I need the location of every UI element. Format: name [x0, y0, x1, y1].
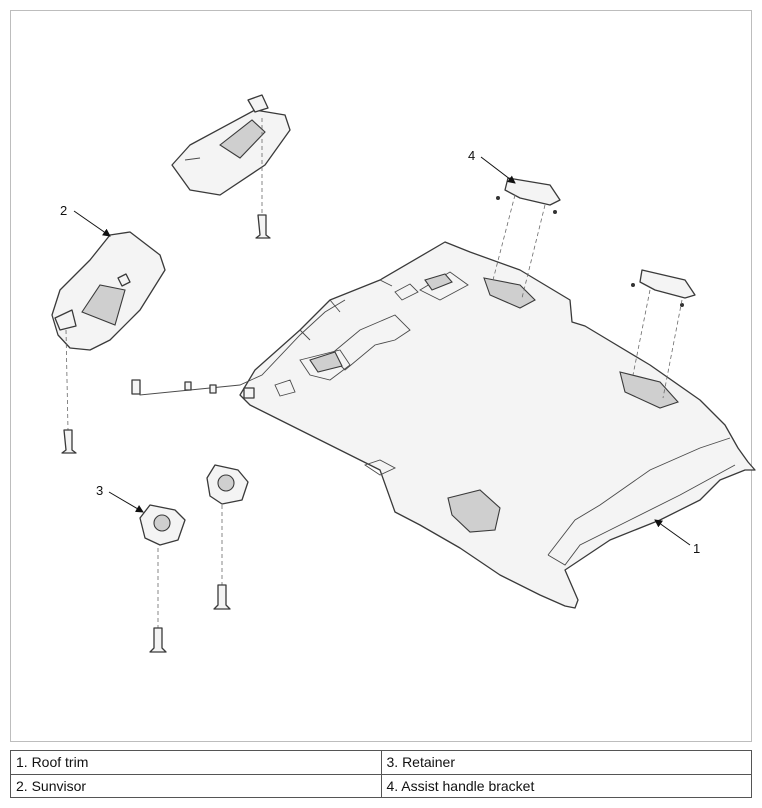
legend-row: 1. Roof trim 3. Retainer	[10, 750, 752, 775]
legend-item-assist-handle-bracket: 4. Assist handle bracket	[380, 773, 752, 798]
figure-frame	[10, 10, 752, 742]
parts-legend-table: 1. Roof trim 3. Retainer 2. Sunvisor 4. …	[10, 750, 752, 798]
legend-item-roof-trim: 1. Roof trim	[10, 750, 382, 775]
callout-1: 1	[693, 541, 700, 556]
callout-3-leader	[108, 491, 144, 513]
sunvisor	[51, 231, 166, 454]
legend-item-sunvisor: 2. Sunvisor	[10, 773, 382, 798]
legend-row: 2. Sunvisor 4. Assist handle bracket	[10, 773, 752, 798]
exploded-diagram: 2 4 3 1	[51, 94, 756, 653]
assist-handle-bracket	[492, 177, 696, 399]
retainer	[139, 464, 249, 653]
callout-4: 4	[468, 148, 475, 163]
callout-4-leader	[480, 156, 516, 184]
callout-3: 3	[96, 483, 103, 498]
roof-trim	[131, 241, 756, 609]
sunvisor	[171, 94, 291, 239]
callout-2: 2	[60, 203, 67, 218]
legend-item-retainer: 3. Retainer	[380, 750, 752, 775]
callout-2-leader	[73, 210, 111, 237]
callout-1-leader	[654, 519, 691, 546]
